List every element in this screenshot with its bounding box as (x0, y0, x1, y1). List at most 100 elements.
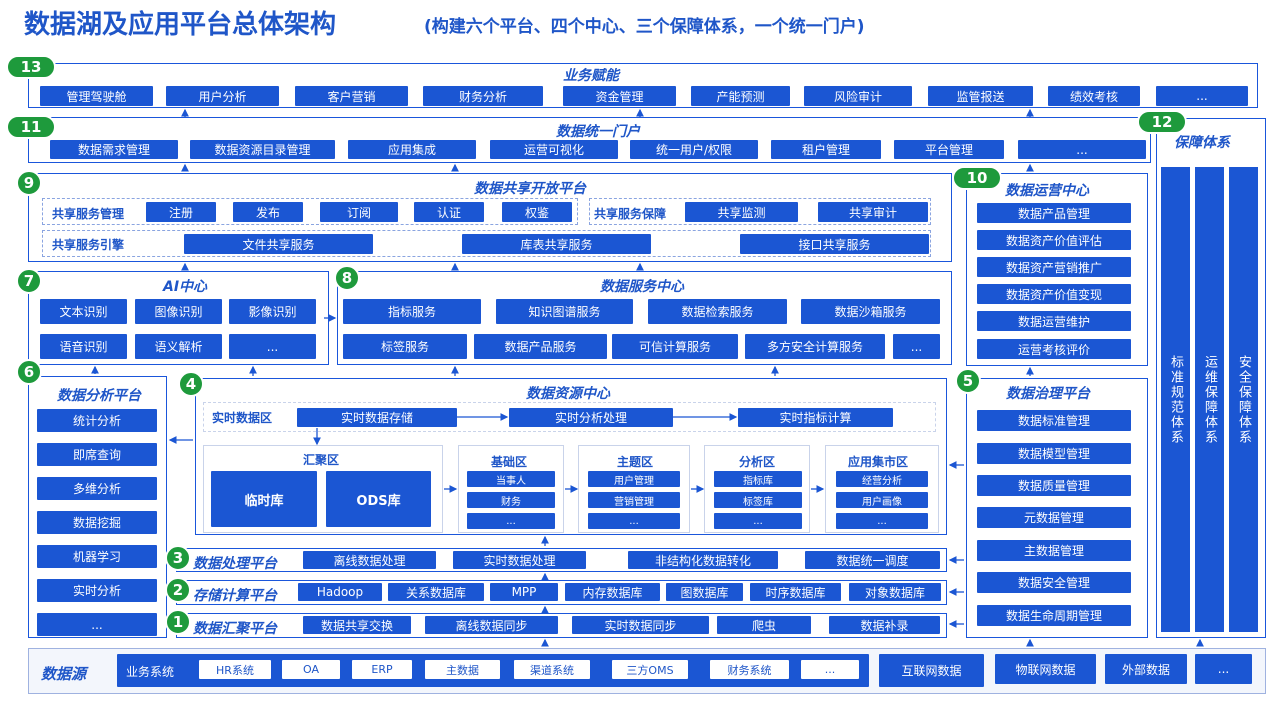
share-mgmt-item[interactable]: 订阅 (320, 202, 398, 222)
jc-item[interactable]: 财务 (467, 492, 555, 508)
portal-item[interactable]: 数据需求管理 (50, 140, 178, 159)
proc-item[interactable]: 非结构化数据转化 (628, 551, 778, 569)
ops-item[interactable]: 数据资产价值变现 (977, 284, 1131, 304)
governance-item[interactable]: 数据标准管理 (977, 410, 1131, 431)
svc-item[interactable]: 多方安全计算服务 (745, 334, 885, 359)
source-biz-item[interactable]: OA (282, 660, 340, 679)
jc-item[interactable]: ... (467, 513, 555, 529)
fx-item[interactable]: 指标库 (714, 471, 802, 487)
ai-item[interactable]: 语音识别 (40, 334, 127, 359)
source-biz-item[interactable]: HR系统 (199, 660, 271, 679)
governance-item[interactable]: 数据安全管理 (977, 572, 1131, 593)
source-other[interactable]: 外部数据 (1105, 654, 1187, 684)
proc-item[interactable]: 离线数据处理 (303, 551, 436, 569)
source-other[interactable]: 互联网数据 (879, 654, 984, 687)
store-item[interactable]: 对象数据库 (849, 583, 941, 601)
ops-item[interactable]: 数据资产价值评估 (977, 230, 1131, 250)
portal-item[interactable]: ... (1018, 140, 1146, 159)
proc-item[interactable]: 实时数据处理 (453, 551, 586, 569)
svc-item[interactable]: 知识图谱服务 (496, 299, 633, 324)
ops-item[interactable]: 数据资产营销推广 (977, 257, 1131, 277)
source-biz-item[interactable]: ERP (352, 660, 412, 679)
ai-item[interactable]: 图像识别 (135, 299, 222, 324)
zt-item[interactable]: 用户管理 (588, 471, 680, 487)
share-engine-item[interactable]: 库表共享服务 (462, 234, 651, 254)
biz-item[interactable]: 风险审计 (804, 86, 912, 106)
hj-item[interactable]: 临时库 (211, 471, 317, 527)
biz-item[interactable]: 监管报送 (928, 86, 1033, 106)
governance-item[interactable]: 数据生命周期管理 (977, 605, 1131, 626)
biz-item[interactable]: 用户分析 (166, 86, 279, 106)
store-item[interactable]: 时序数据库 (750, 583, 841, 601)
source-biz-item[interactable]: 财务系统 (710, 660, 789, 679)
biz-item[interactable]: 管理驾驶舱 (40, 86, 153, 106)
ops-item[interactable]: 运营考核评价 (977, 339, 1131, 359)
source-other[interactable]: 物联网数据 (995, 654, 1096, 684)
yy-item[interactable]: ... (836, 513, 928, 529)
svc-item[interactable]: 指标服务 (343, 299, 481, 324)
guard-item[interactable]: 标准规范体系 (1161, 167, 1190, 632)
analysis-item[interactable]: 即席查询 (37, 443, 157, 466)
governance-item[interactable]: 数据模型管理 (977, 443, 1131, 464)
share-mgmt-item[interactable]: 认证 (414, 202, 484, 222)
analysis-item[interactable]: 机器学习 (37, 545, 157, 568)
yy-item[interactable]: 用户画像 (836, 492, 928, 508)
source-biz-item[interactable]: 三方OMS (612, 660, 688, 679)
share-engine-item[interactable]: 接口共享服务 (740, 234, 929, 254)
store-item[interactable]: 图数据库 (666, 583, 743, 601)
analysis-item[interactable]: 实时分析 (37, 579, 157, 602)
svc-item[interactable]: 数据产品服务 (474, 334, 607, 359)
share-mgmt-item[interactable]: 权鉴 (502, 202, 572, 222)
realtime-item[interactable]: 实时数据存储 (297, 408, 457, 427)
svc-item[interactable]: 数据检索服务 (648, 299, 787, 324)
portal-item[interactable]: 数据资源目录管理 (190, 140, 335, 159)
collect-item[interactable]: 实时数据同步 (572, 616, 709, 634)
governance-item[interactable]: 元数据管理 (977, 507, 1131, 528)
portal-item[interactable]: 租户管理 (771, 140, 881, 159)
share-engine-item[interactable]: 文件共享服务 (184, 234, 373, 254)
collect-item[interactable]: 数据共享交换 (303, 616, 411, 634)
share-mgmt-item[interactable]: 注册 (146, 202, 216, 222)
zt-item[interactable]: 营销管理 (588, 492, 680, 508)
portal-item[interactable]: 应用集成 (348, 140, 476, 159)
biz-item[interactable]: 资金管理 (563, 86, 676, 106)
analysis-item[interactable]: ... (37, 613, 157, 636)
portal-item[interactable]: 统一用户/权限 (630, 140, 758, 159)
ai-item[interactable]: 影像识别 (229, 299, 316, 324)
svc-item[interactable]: 数据沙箱服务 (801, 299, 940, 324)
jc-item[interactable]: 当事人 (467, 471, 555, 487)
guard-item[interactable]: 安全保障体系 (1229, 167, 1258, 632)
ai-item[interactable]: 文本识别 (40, 299, 127, 324)
guard-item[interactable]: 运维保障体系 (1195, 167, 1224, 632)
collect-item[interactable]: 离线数据同步 (425, 616, 558, 634)
realtime-item[interactable]: 实时指标计算 (738, 408, 893, 427)
ops-item[interactable]: 数据产品管理 (977, 203, 1131, 223)
hj-item[interactable]: ODS库 (326, 471, 431, 527)
fx-item[interactable]: ... (714, 513, 802, 529)
store-item[interactable]: 内存数据库 (565, 583, 660, 601)
biz-item[interactable]: 客户营销 (295, 86, 408, 106)
store-item[interactable]: Hadoop (298, 583, 382, 601)
share-guard-item[interactable]: 共享审计 (818, 202, 928, 222)
biz-item[interactable]: ... (1156, 86, 1248, 106)
zt-item[interactable]: ... (588, 513, 680, 529)
ai-item[interactable]: 语义解析 (135, 334, 222, 359)
svc-item[interactable]: 可信计算服务 (612, 334, 738, 359)
source-other[interactable]: ... (1195, 654, 1252, 684)
source-biz-item[interactable]: 渠道系统 (514, 660, 590, 679)
yy-item[interactable]: 经营分析 (836, 471, 928, 487)
collect-item[interactable]: 数据补录 (829, 616, 940, 634)
analysis-item[interactable]: 数据挖掘 (37, 511, 157, 534)
source-biz-item[interactable]: ... (801, 660, 859, 679)
governance-item[interactable]: 数据质量管理 (977, 475, 1131, 496)
ai-item[interactable]: ... (229, 334, 316, 359)
biz-item[interactable]: 财务分析 (423, 86, 543, 106)
collect-item[interactable]: 爬虫 (717, 616, 811, 634)
analysis-item[interactable]: 统计分析 (37, 409, 157, 432)
realtime-item[interactable]: 实时分析处理 (509, 408, 673, 427)
biz-item[interactable]: 绩效考核 (1048, 86, 1140, 106)
portal-item[interactable]: 平台管理 (894, 140, 1004, 159)
portal-item[interactable]: 运营可视化 (490, 140, 618, 159)
store-item[interactable]: 关系数据库 (388, 583, 484, 601)
biz-item[interactable]: 产能预测 (691, 86, 790, 106)
